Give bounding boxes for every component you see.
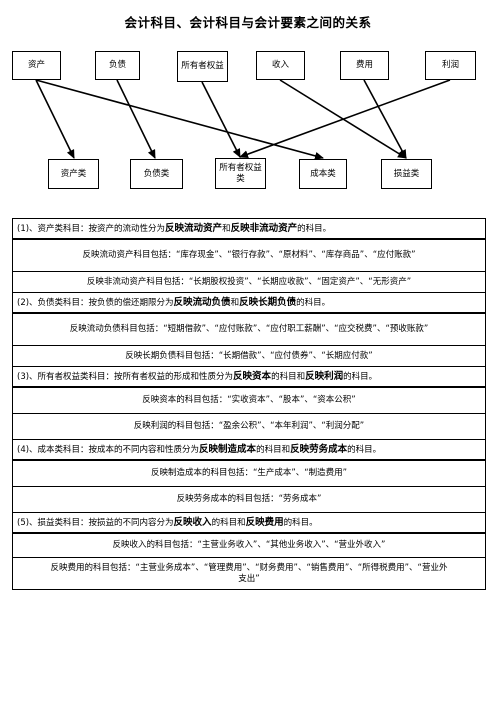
row-text: (3)、所有者权益类科目：按所有者权益的形成和性质分为反映资本的科目和反映利润的… — [17, 370, 378, 382]
table-row-revenue: 反映收入的科目包括：“主营业务收入”、“其他业务收入”、“营业外收入” — [13, 534, 485, 558]
table-row-cost-category: (4)、成本类科目：按成本的不同内容和性质分为反映制造成本的科目和反映劳务成本的… — [13, 440, 485, 461]
table-row-noncurrent-assets: 反映非流动资产科目包括：“长期股权投资”、“长期应收款”、“固定资产”、“无形资… — [13, 272, 485, 293]
table-row-asset-category: (1)、资产类科目：按资产的流动性分为反映流动资产和反映非流动资产的科目。 — [13, 219, 485, 240]
element-box-profit: 利润 — [425, 51, 476, 80]
table-row-expenses: 反映费用的科目包括：“主营业务成本”、“管理费用”、“财务费用”、“销售费用”、… — [13, 558, 485, 590]
arrow-assets-to-asset-class — [35, 79, 75, 159]
table-row-liability-category: (2)、负债类科目：按负债的偿还期限分为反映流动负债和反映长期负债的科目。 — [13, 293, 485, 314]
table-row-longterm-liabilities: 反映长期负债科目包括：“长期借款”、“应付债券”、“长期应付款” — [13, 346, 485, 367]
table-row-equity-category: (3)、所有者权益类科目：按所有者权益的形成和性质分为反映资本的科目和反映利润的… — [13, 367, 485, 388]
row-text: (2)、负债类科目：按负债的偿还期限分为反映流动负债和反映长期负债的科目。 — [17, 296, 331, 308]
arrow-assets-to-cost-class — [35, 79, 324, 160]
table-row-profit-loss-category: (5)、损益类科目：按损益的不同内容分为反映收入的科目和反映费用的科目。 — [13, 513, 485, 534]
arrow-equity-to-equity-class — [201, 81, 241, 158]
table-row-current-liabilities: 反映流动负债科目包括：“短期借款”、“应付账款”、“应付职工薪酬”、“应交税费”… — [13, 314, 485, 346]
category-box-cost: 成本类 — [299, 159, 347, 189]
table-row-manufacturing-cost: 反映制造成本的科目包括：“生产成本”、“制造费用” — [13, 461, 485, 487]
row-text: (4)、成本类科目：按成本的不同内容和性质分为反映制造成本的科目和反映劳务成本的… — [17, 443, 382, 455]
table-row-current-assets: 反映流动资产科目包括：“库存现金”、“银行存款”、“原材料”、“库存商品”、“应… — [13, 240, 485, 272]
table-row-capital: 反映资本的科目包括：“实收资本”、“股本”、“资本公积” — [13, 388, 485, 414]
page-title: 会计科目、会计科目与会计要素之间的关系 — [124, 15, 372, 30]
element-box-liabilities: 负债 — [95, 51, 140, 80]
arrow-expenses-to-profit-loss-class — [363, 79, 407, 159]
element-box-equity: 所有者权益 — [177, 51, 228, 82]
element-box-revenue: 收入 — [256, 51, 305, 80]
category-box-profit-loss: 损益类 — [381, 159, 432, 189]
arrow-liabilities-to-liability-class — [116, 79, 156, 159]
arrow-profit-to-equity-class — [239, 79, 451, 159]
table-row-service-cost: 反映劳务成本的科目包括：“劳务成本” — [13, 487, 485, 513]
category-box-liabilities: 负债类 — [130, 159, 183, 189]
account-category-table: (1)、资产类科目：按资产的流动性分为反映流动资产和反映非流动资产的科目。 反映… — [12, 218, 486, 590]
row-text: (1)、资产类科目：按资产的流动性分为反映流动资产和反映非流动资产的科目。 — [17, 222, 332, 234]
category-box-equity: 所有者权益类 — [215, 158, 266, 189]
row-text: (5)、损益类科目：按损益的不同内容分为反映收入的科目和反映费用的科目。 — [17, 516, 318, 528]
relationship-arrows — [35, 79, 451, 160]
element-box-expenses: 费用 — [340, 51, 389, 80]
table-row-profit: 反映利润的科目包括：“盈余公积”、“本年利润”、“利润分配” — [13, 414, 485, 440]
category-box-assets: 资产类 — [48, 159, 99, 189]
